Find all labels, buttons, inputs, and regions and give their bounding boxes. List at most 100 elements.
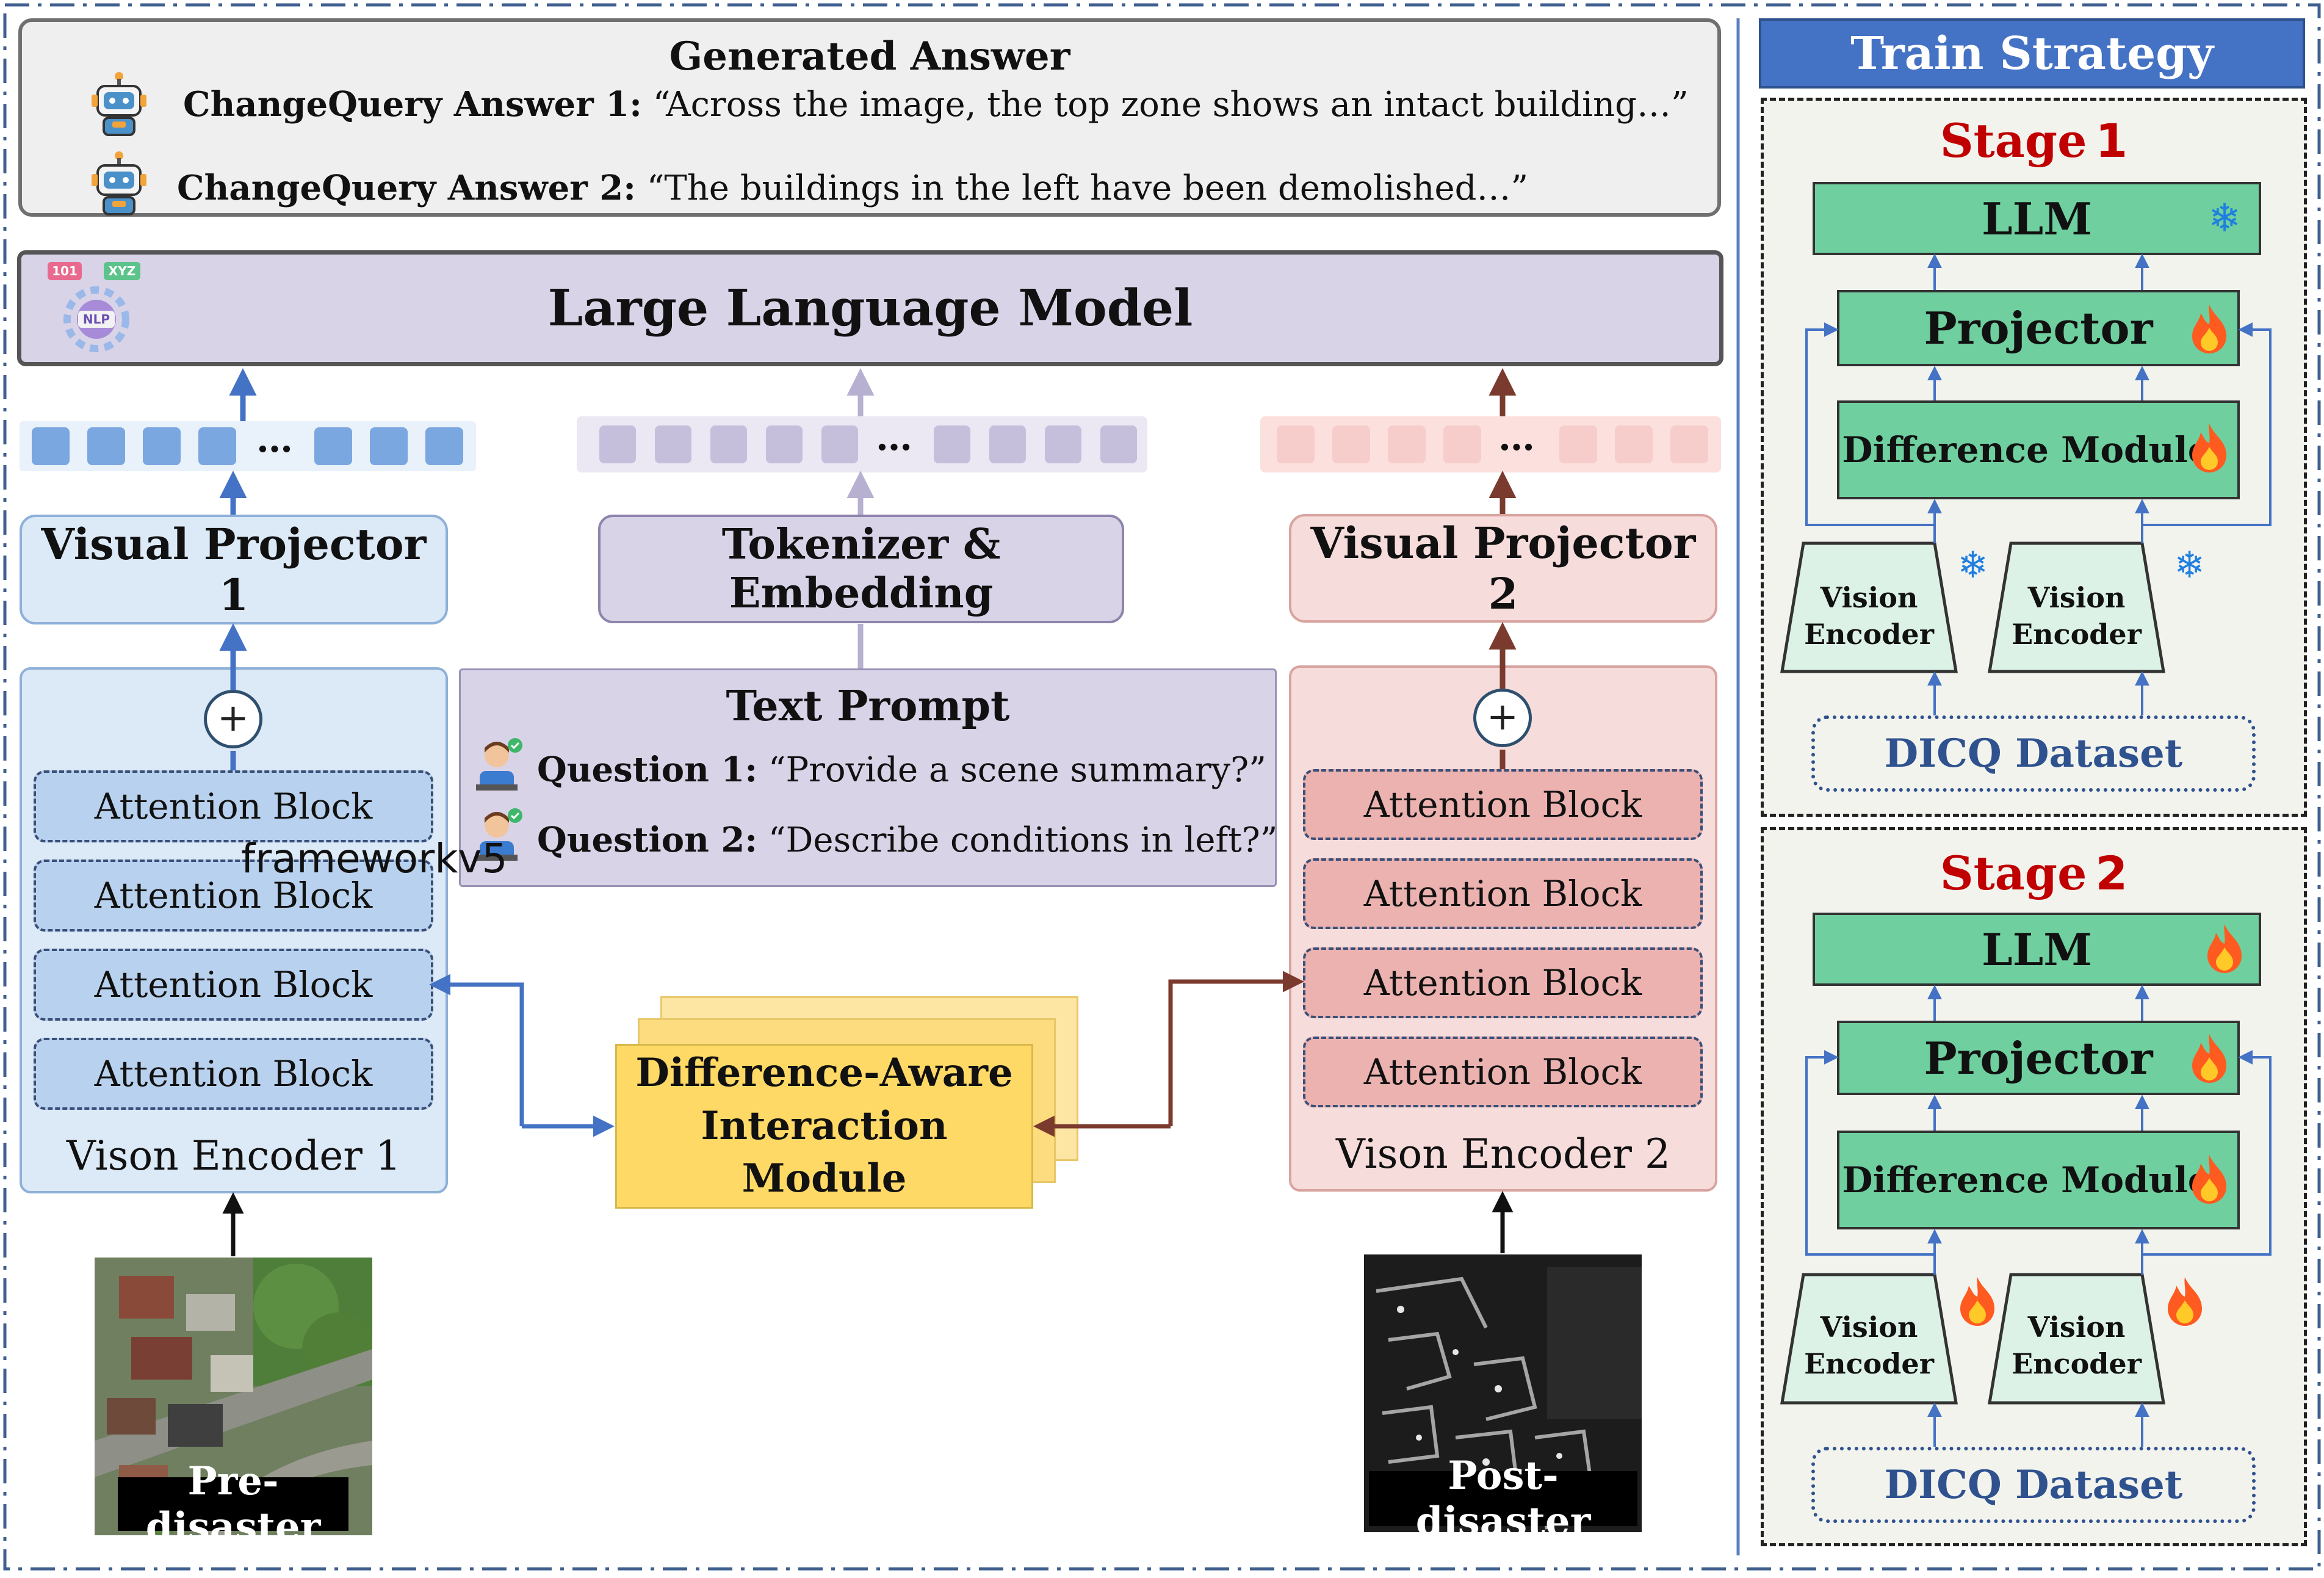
text-token bbox=[1100, 425, 1137, 463]
post-disaster-label: Post-disaster bbox=[1369, 1453, 1637, 1544]
visual-token bbox=[370, 427, 408, 465]
large-language-model: Large Language Model bbox=[17, 250, 1723, 366]
stage-2-vision-encoder-right: Vision Encoder bbox=[1990, 1306, 2163, 1386]
stage-1-number: 1 bbox=[2095, 113, 2128, 168]
attention-block-label: Attention Block bbox=[94, 875, 373, 916]
tokenizer-label: Tokenizer & Embedding bbox=[721, 520, 1001, 618]
text-token bbox=[1045, 425, 1081, 463]
vision-encoder-line-1: Vision bbox=[1820, 581, 1918, 615]
llm-title: Large Language Model bbox=[547, 279, 1193, 338]
stage-1-title: Stage 1 bbox=[1761, 110, 2307, 171]
stage-2-number: 2 bbox=[2095, 845, 2128, 900]
visual-token bbox=[1443, 425, 1481, 463]
attention-block-label: Attention Block bbox=[94, 786, 373, 827]
stage-2-dataset-label: DICQ Dataset bbox=[1884, 1462, 2183, 1508]
robot-icon-2 bbox=[85, 150, 153, 217]
visual-token bbox=[32, 427, 70, 465]
generated-answer-panel bbox=[18, 18, 1721, 217]
snowflake-icon: ❄ bbox=[2208, 196, 2241, 241]
text-token bbox=[766, 425, 803, 463]
stage-2-encoders bbox=[1780, 1273, 2165, 1405]
plus-node-1: + bbox=[204, 690, 262, 748]
visual-token bbox=[1615, 425, 1653, 463]
badge-101: 101 bbox=[52, 264, 78, 278]
visual-token bbox=[87, 427, 125, 465]
stage-1-projector-label: Projector bbox=[1924, 302, 2153, 354]
visual-token bbox=[143, 427, 181, 465]
stage-2-llm-label: LLM bbox=[1982, 923, 2092, 975]
plus-symbol: + bbox=[217, 695, 249, 740]
visual-token bbox=[425, 427, 463, 465]
fire-icon bbox=[2185, 1153, 2234, 1207]
visual-projector-2-label: Visual Projector 2 bbox=[1310, 518, 1696, 619]
stage-1-llm: LLM bbox=[1813, 182, 2261, 255]
nlp-icon bbox=[43, 259, 150, 357]
attention-block: Attention Block bbox=[1303, 947, 1703, 1018]
vision-encoder-line-2: Encoder bbox=[2012, 1347, 2142, 1380]
question-1-label: Question 1: bbox=[537, 750, 757, 790]
stage-1-difference-module: Difference Module bbox=[1837, 400, 2240, 499]
token-ellipsis: … bbox=[1498, 416, 1535, 459]
difference-aware-interaction-module: Difference-Aware Interaction Module bbox=[615, 1044, 1033, 1209]
vision-encoder-1-label: Vison Encoder 1 bbox=[67, 1132, 401, 1179]
visual-projector-1: Visual Projector 1 bbox=[20, 515, 448, 624]
visual-token bbox=[1277, 425, 1315, 463]
answer-2: ChangeQuery Answer 2: “The buildings in … bbox=[177, 168, 1691, 211]
vision-encoder-line-2: Encoder bbox=[1804, 618, 1934, 651]
stage-1-encoders bbox=[1780, 541, 2165, 673]
vision-encoder-line-1: Vision bbox=[2027, 1311, 2126, 1344]
text-prompt-panel bbox=[459, 668, 1277, 887]
train-strategy-arrows bbox=[1805, 253, 2272, 1447]
stage-2-dicq-dataset: DICQ Dataset bbox=[1811, 1447, 2256, 1523]
question-2: Question 2: “Describe conditions in left… bbox=[537, 820, 1277, 863]
question-2-text: “Describe conditions in left?” bbox=[768, 820, 1278, 860]
stage-2-vision-encoder-left: Vision Encoder bbox=[1782, 1306, 1956, 1386]
text-token bbox=[821, 425, 858, 463]
attention-block-label: Attention Block bbox=[1363, 1051, 1642, 1093]
text-token bbox=[599, 425, 636, 463]
visual-projector-1-label: Visual Projector 1 bbox=[41, 519, 427, 620]
plus-node-2: + bbox=[1473, 689, 1532, 747]
stage-1-dicq-dataset: DICQ Dataset bbox=[1811, 715, 2256, 792]
answer-1: ChangeQuery Answer 1: “Across the image,… bbox=[183, 84, 1697, 127]
token-ellipsis: … bbox=[876, 416, 912, 459]
train-strategy-title: Train Strategy bbox=[1850, 27, 2214, 80]
vision-encoder-line-2: Encoder bbox=[1804, 1347, 1934, 1380]
attention-block-label: Attention Block bbox=[94, 1053, 373, 1095]
stage-2-prefix: Stage bbox=[1940, 845, 2087, 900]
watermark: frameworkv5 bbox=[241, 835, 508, 882]
stage-1-projector: Projector bbox=[1837, 290, 2240, 366]
attention-block: Attention Block bbox=[1303, 769, 1703, 840]
vision-encoder-2-label: Vison Encoder 2 bbox=[1336, 1130, 1670, 1178]
user-icon-1 bbox=[466, 736, 527, 797]
fire-icon bbox=[1953, 1275, 2002, 1330]
answer-1-text: “Across the image, the top zone shows an… bbox=[652, 85, 1689, 125]
visual-token bbox=[198, 427, 236, 465]
stage-1-difference-label: Difference Module bbox=[1842, 429, 2210, 471]
stage-1-llm-label: LLM bbox=[1982, 192, 2092, 245]
visual-token bbox=[1559, 425, 1597, 463]
connector-arrows bbox=[219, 368, 1517, 1256]
badge-xyz: XYZ bbox=[108, 264, 136, 278]
tokenizer-embedding: Tokenizer & Embedding bbox=[598, 515, 1124, 623]
generated-answer-title: Generated Answer bbox=[669, 34, 1070, 79]
attention-block: Attention Block bbox=[1303, 858, 1703, 929]
visual-token bbox=[1388, 425, 1426, 463]
snowflake-icon: ❄ bbox=[2174, 543, 2205, 587]
fire-icon bbox=[2200, 922, 2249, 977]
attention-block: Attention Block bbox=[34, 860, 433, 932]
user-icon-2 bbox=[466, 806, 527, 867]
attention-block-label: Attention Block bbox=[1363, 873, 1642, 914]
text-token bbox=[655, 425, 691, 463]
token-ellipsis: … bbox=[256, 418, 293, 461]
attention-block-label: Attention Block bbox=[1363, 962, 1642, 1004]
stage-1-dataset-label: DICQ Dataset bbox=[1884, 731, 2183, 776]
answer-2-label: ChangeQuery Answer 2: bbox=[177, 168, 636, 208]
snowflake-icon: ❄ bbox=[1957, 543, 1988, 587]
badge-nlp: NLP bbox=[82, 312, 110, 327]
stage-2-llm: LLM bbox=[1813, 913, 2261, 986]
diff-module-line-1: Difference-Aware bbox=[635, 1050, 1013, 1096]
text-token bbox=[934, 425, 970, 463]
stage-2-difference-module: Difference Module bbox=[1837, 1131, 2240, 1229]
